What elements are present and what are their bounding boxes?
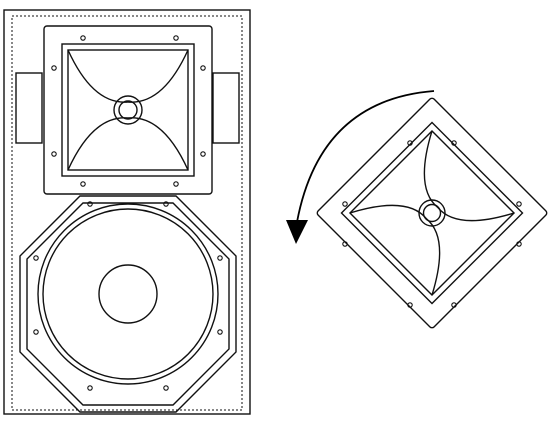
rotated-horn-screws: [342, 140, 522, 308]
cabinet-baffle-edge: [11, 15, 243, 411]
woofer-surround-outer: [37, 203, 219, 385]
cabinet-outline: [3, 9, 251, 415]
woofer-octagon-inner: [26, 202, 230, 406]
rotated-horn-unit: [316, 97, 548, 329]
woofer-octagon-frame: [19, 195, 237, 413]
rotation-arrow-arc: [296, 90, 435, 223]
horn-flange-screws: [51, 35, 206, 187]
right-bracket: [212, 72, 240, 144]
rotation-arrow-head: [286, 220, 308, 244]
woofer-unit: [19, 195, 237, 413]
horn-unit: [43, 25, 213, 195]
woofer-dust-cap: [98, 264, 158, 324]
woofer-screws: [33, 201, 223, 391]
counterclockwise-rotation-arrow: [286, 90, 435, 244]
left-bracket: [15, 72, 43, 144]
speaker-cabinet: [3, 9, 251, 415]
woofer-surround-inner: [42, 208, 214, 380]
